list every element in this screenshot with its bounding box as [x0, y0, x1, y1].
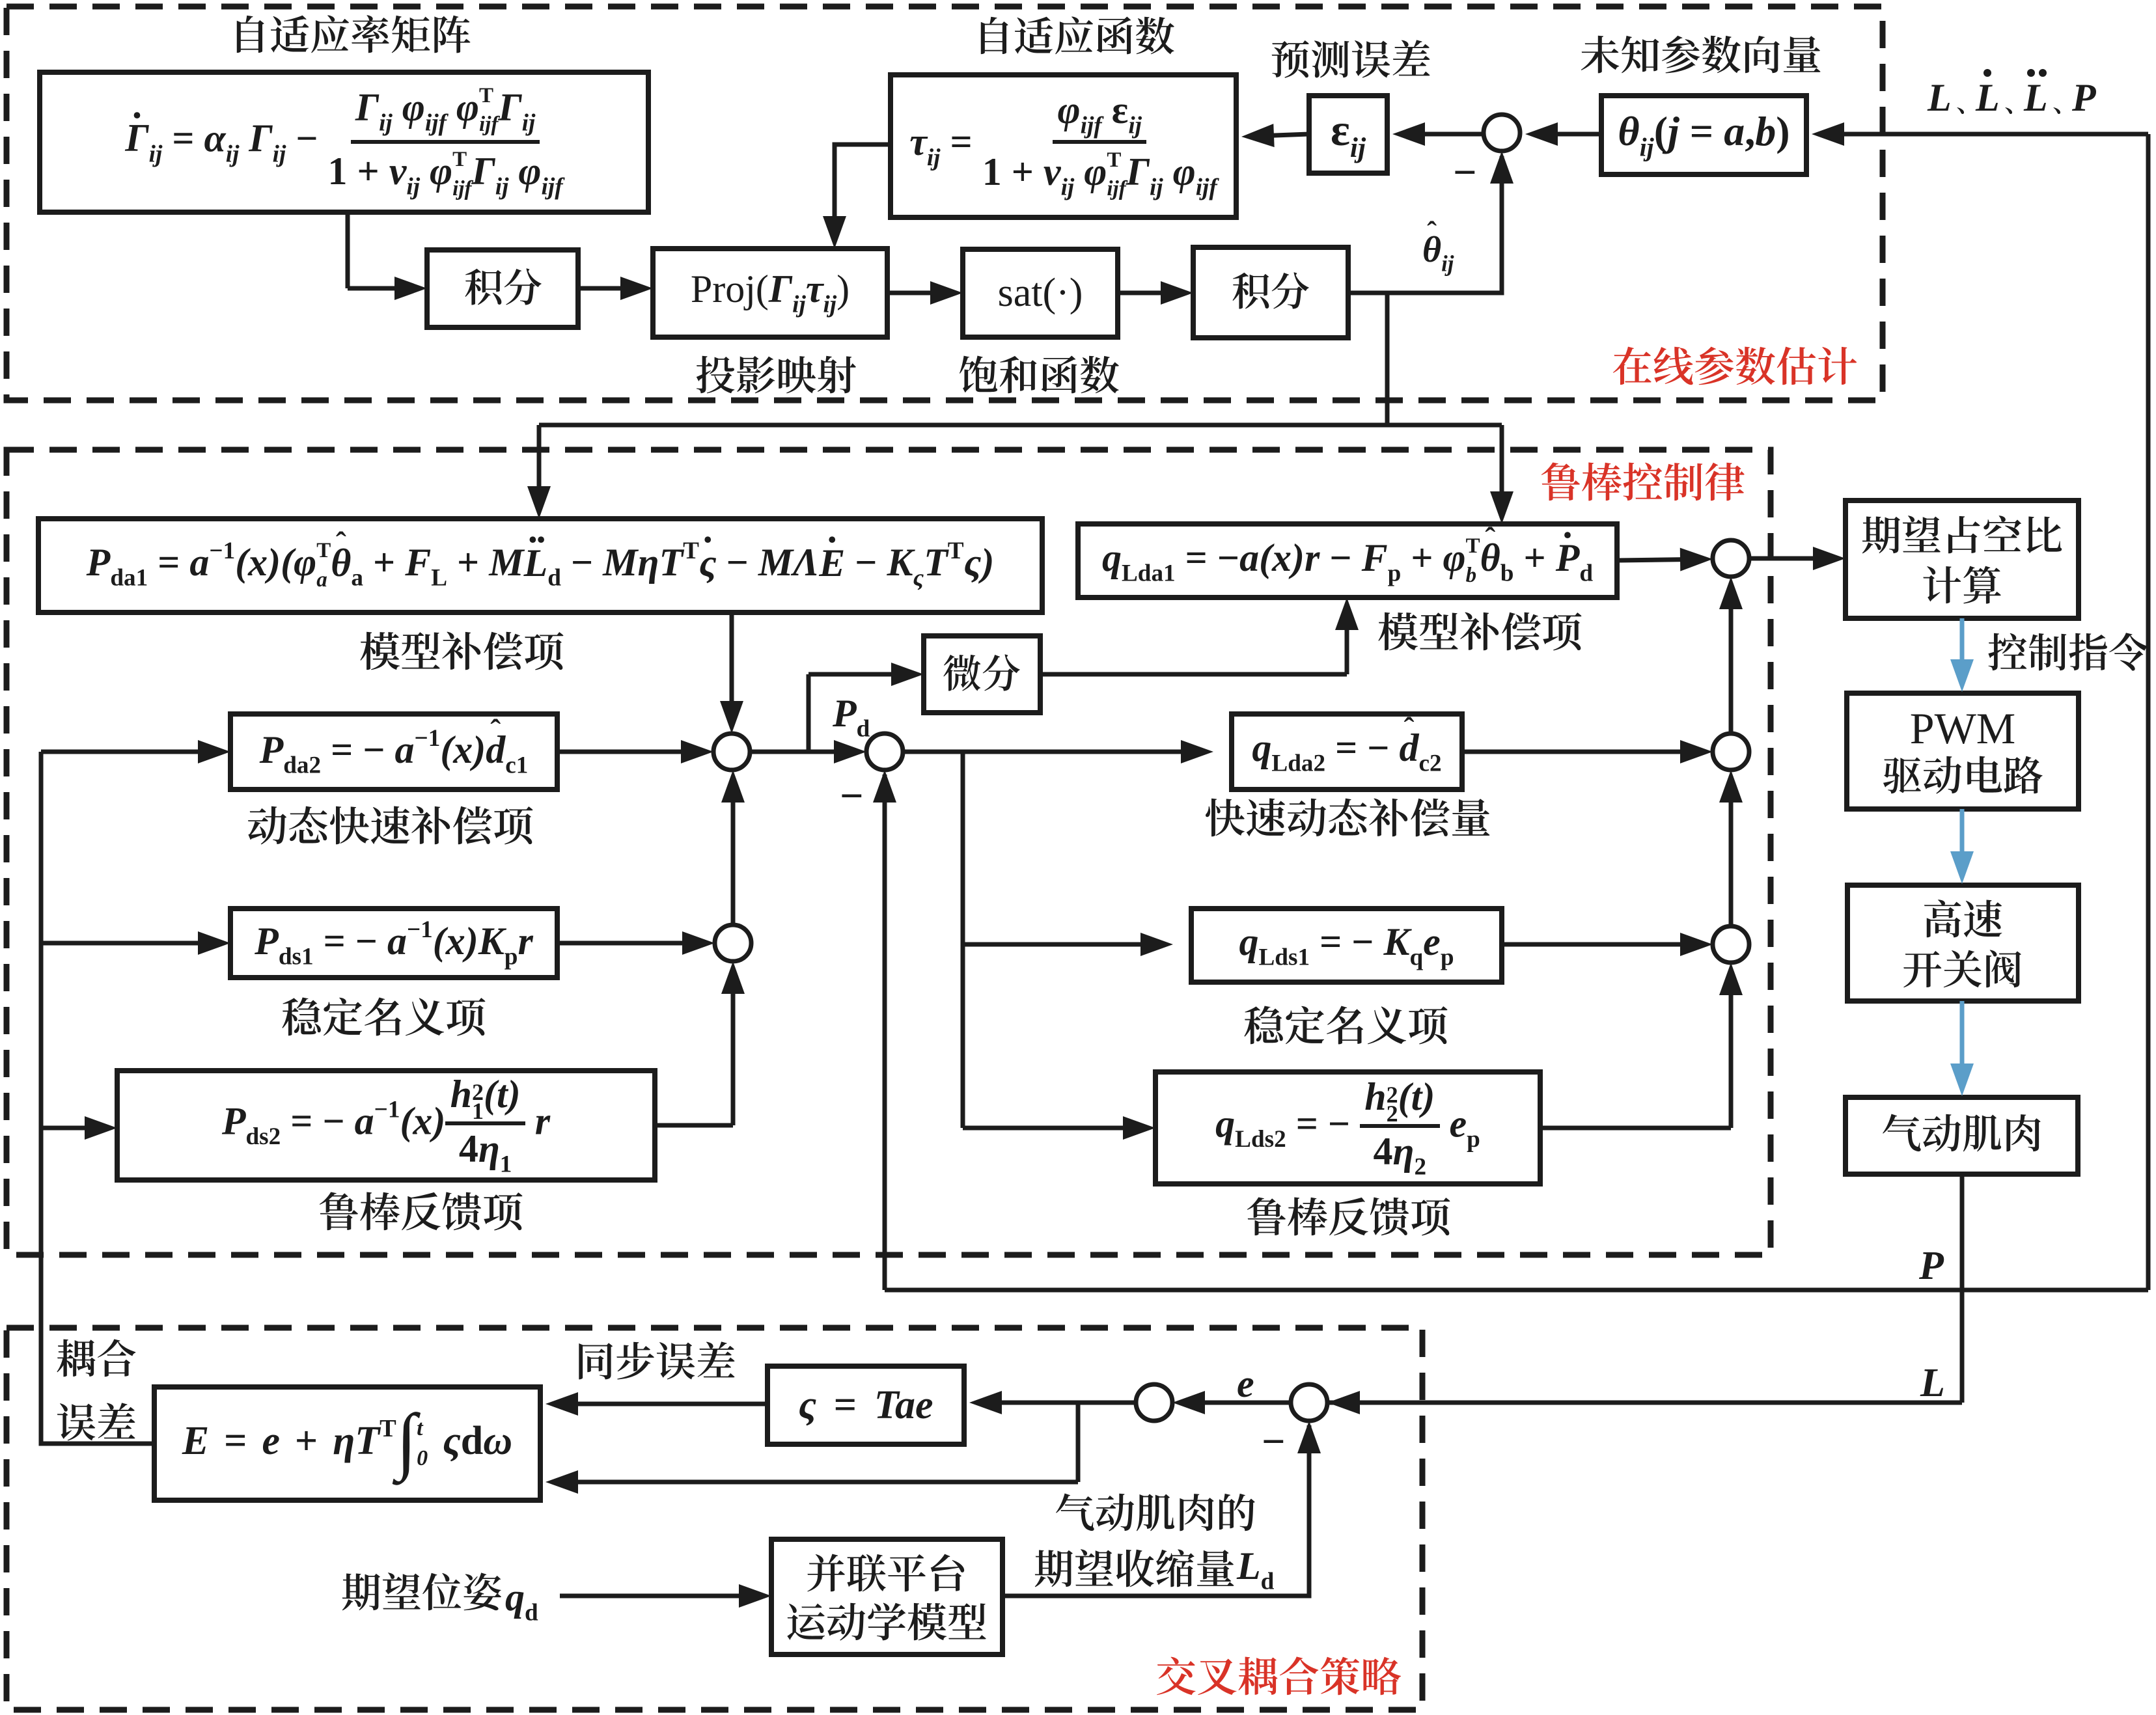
- svg-text:L: L: [1927, 76, 1952, 119]
- svg-text:L: L: [1975, 76, 2000, 119]
- svg-text:L: L: [2023, 76, 2048, 119]
- svg-text:P: P: [2071, 76, 2097, 119]
